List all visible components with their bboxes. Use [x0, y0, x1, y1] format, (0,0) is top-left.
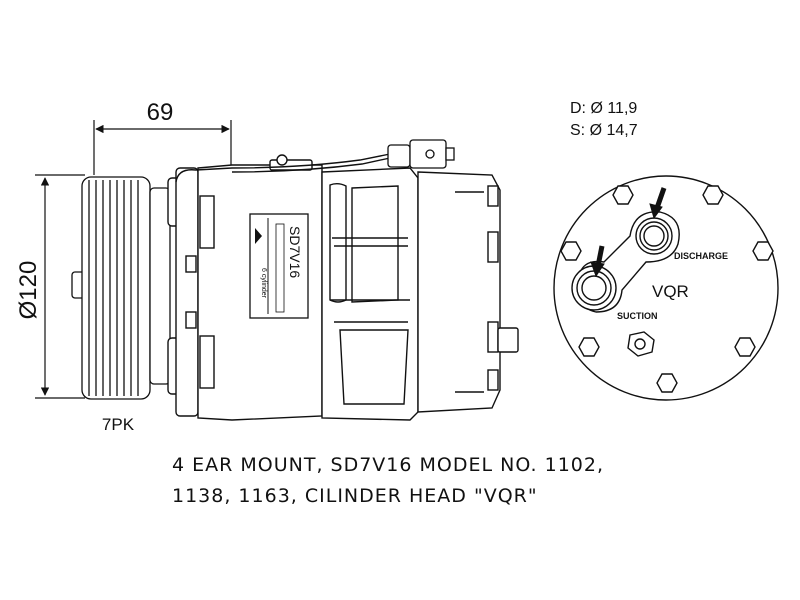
rear-view [553, 175, 779, 401]
caption-line-1: 4 EAR MOUNT, SD7V16 MODEL NO. 1102, [172, 454, 604, 476]
pulley [71, 176, 171, 400]
suction-port-label: SUCTION [617, 311, 658, 321]
model-caption: 4 EAR MOUNT, SD7V16 MODEL NO. 1102, 1138… [172, 450, 692, 512]
width-dimension-label: 69 [147, 99, 174, 126]
nameplate-model: SD7V16 [287, 226, 303, 278]
cylinder-head-label: VQR [652, 282, 689, 301]
diameter-dimension [35, 174, 85, 399]
wire-harness [175, 153, 391, 183]
discharge-arrow [654, 187, 667, 209]
bolt-hex [656, 373, 678, 393]
flow-arrows [590, 187, 667, 278]
diameter-dimension-label: Ø120 [15, 261, 42, 320]
bolt-hex [702, 185, 724, 205]
bolt-hex [752, 241, 774, 261]
nameplate: SD7V16 6 cylinder [249, 213, 309, 319]
belt-profile-label: 7PK [102, 415, 135, 434]
compressor-body [167, 154, 519, 421]
bolt-hex [560, 241, 582, 261]
bolt-hex [734, 337, 756, 357]
caption-line-2: 1138, 1163, CILINDER HEAD "VQR" [172, 485, 538, 507]
electrical-connector [387, 139, 455, 169]
bolt-hex [612, 185, 634, 205]
nameplate-subtitle: 6 cylinder [260, 268, 267, 299]
discharge-port-label: DISCHARGE [674, 251, 728, 261]
suction-arrow [595, 245, 605, 267]
suction-size-label: S: Ø 14,7 [570, 122, 638, 139]
discharge-size-label: D: Ø 11,9 [570, 100, 637, 117]
width-dimension [93, 120, 232, 175]
bolt-hex [578, 337, 600, 357]
